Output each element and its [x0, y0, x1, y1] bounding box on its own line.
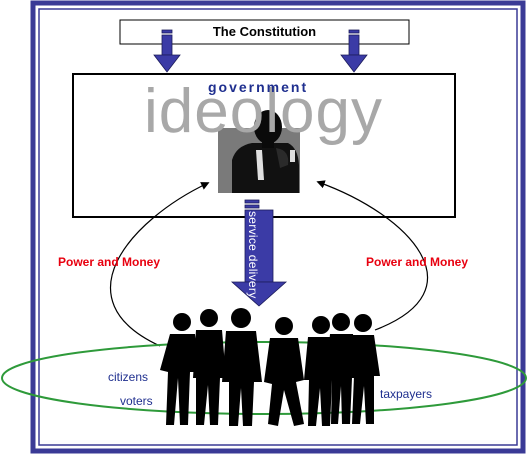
- outer-frame: [30, 0, 526, 454]
- power-money-label-right: Power and Money: [366, 255, 469, 269]
- power-money-label-left: Power and Money: [58, 255, 161, 269]
- down-arrow-left: [153, 29, 181, 73]
- voters-label: voters: [120, 394, 153, 408]
- people-ellipse: [1, 341, 527, 415]
- service-delivery-label: service delivery: [246, 211, 260, 299]
- service-delivery-arrow: [230, 199, 288, 307]
- taxpayers-label: taxpayers: [380, 387, 433, 401]
- ideology-label: ideology: [144, 77, 383, 146]
- citizens-label: citizens: [108, 370, 149, 384]
- government-label: government: [208, 79, 309, 95]
- power-money-arrow-left: [110, 182, 210, 347]
- crowd-silhouette-icon: [160, 308, 380, 426]
- inner-frame: [38, 8, 518, 446]
- down-arrow-right: [340, 29, 368, 73]
- constitution-label: The Constitution: [212, 24, 317, 39]
- power-money-arrow-right: [316, 180, 428, 331]
- speaker-silhouette-icon: [218, 110, 300, 193]
